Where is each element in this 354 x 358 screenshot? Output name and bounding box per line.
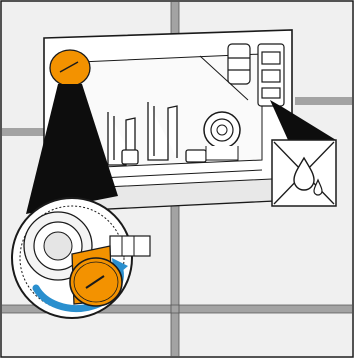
- no-water-drops-warning-icon: [272, 140, 336, 206]
- valve-knob-small: [50, 50, 90, 86]
- valve-body: [204, 112, 240, 160]
